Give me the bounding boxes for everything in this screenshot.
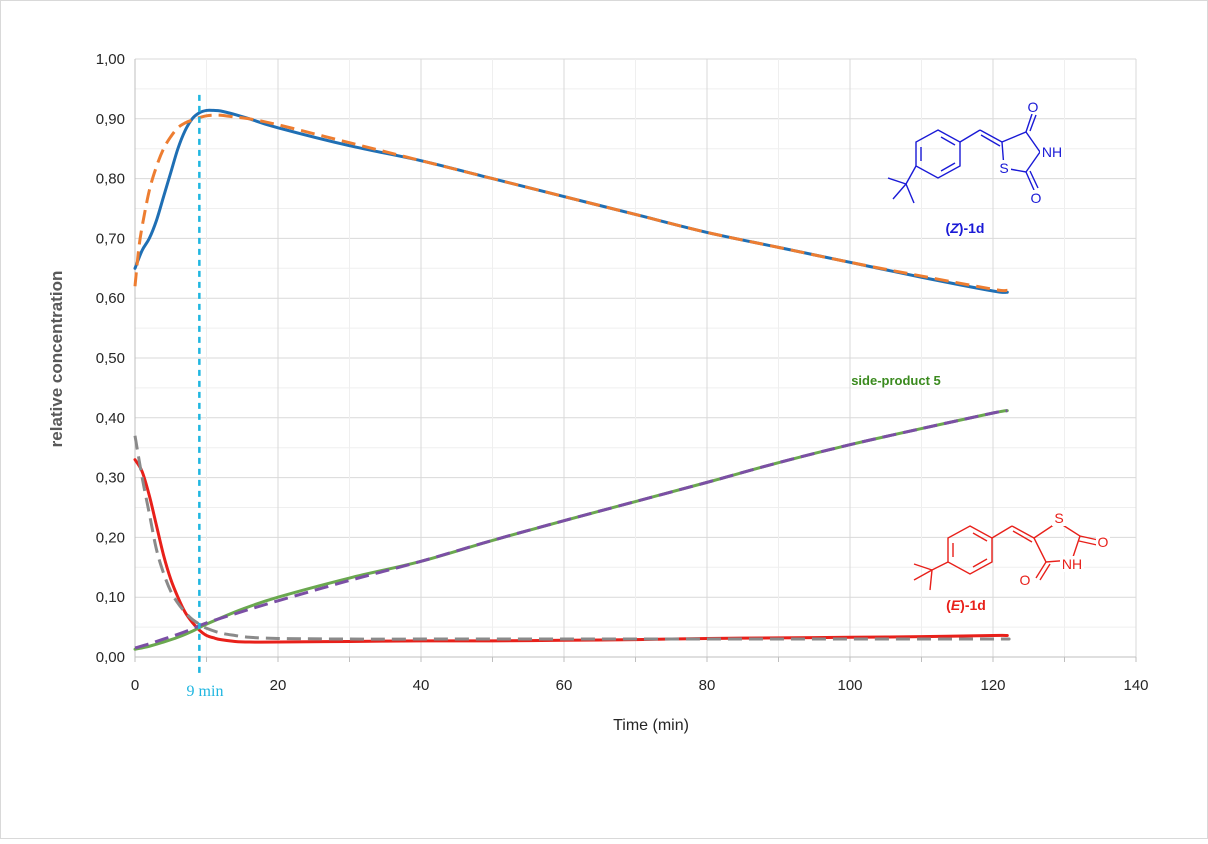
side-product-label: side-product 5 bbox=[851, 373, 941, 388]
x-tick-label: 40 bbox=[413, 677, 430, 694]
e-isomer-label: (E)-1d bbox=[946, 597, 986, 613]
x-tick-label: 140 bbox=[1123, 677, 1148, 694]
x-tick-label: 100 bbox=[837, 677, 862, 694]
x-tick-label: 0 bbox=[131, 677, 139, 694]
e-atom-o-bottom: O bbox=[1020, 572, 1031, 588]
y-tick-label: 0,60 bbox=[96, 290, 125, 307]
z-atom-o-bottom: O bbox=[1031, 190, 1042, 206]
y-tick-label: 0,40 bbox=[96, 410, 125, 427]
e-tbutyl-bond bbox=[931, 561, 949, 571]
y-tick-label: 0,70 bbox=[96, 230, 125, 247]
axes bbox=[134, 59, 1137, 662]
y-tick-label: 0,80 bbox=[96, 171, 125, 188]
gridlines bbox=[134, 58, 1137, 658]
y-tick-label: 1,00 bbox=[96, 51, 125, 68]
series-lines bbox=[133, 108, 1011, 651]
z-isomer-atom-labels: O NH S O (Z)-1d bbox=[946, 99, 1064, 236]
x-tick-label: 60 bbox=[556, 677, 573, 694]
e-atom-s: S bbox=[1054, 510, 1063, 526]
series-line-3 bbox=[133, 435, 1011, 641]
z-isomer-label: (Z)-1d bbox=[946, 220, 985, 236]
z-atom-s: S bbox=[999, 160, 1008, 176]
e-atom-o-right: O bbox=[1098, 534, 1109, 550]
y-tick-label: 0,00 bbox=[96, 649, 125, 666]
y-tick-label: 0,90 bbox=[96, 111, 125, 128]
marker-label: 9 min bbox=[187, 683, 224, 700]
e-atom-nh: NH bbox=[1062, 556, 1082, 572]
y-tick-label: 0,20 bbox=[96, 529, 125, 546]
z-atom-o-top: O bbox=[1028, 99, 1039, 115]
x-tick-label: 20 bbox=[270, 677, 287, 694]
series-line-1 bbox=[133, 113, 1008, 293]
z-tbutyl-bond bbox=[905, 165, 917, 185]
z-isomer-structure bbox=[887, 113, 1041, 204]
e-isomer-atom-labels: S O NH O (E)-1d bbox=[946, 510, 1110, 613]
y-tick-label: 0,10 bbox=[96, 589, 125, 606]
x-axis-label: Time (min) bbox=[613, 717, 689, 734]
x-tick-label: 80 bbox=[699, 677, 716, 694]
y-axis-label: relative concentration bbox=[47, 271, 66, 448]
z-atom-nh: NH bbox=[1042, 144, 1062, 160]
y-tick-label: 0,30 bbox=[96, 470, 125, 487]
tick-labels: 0,00 0,10 0,20 0,30 0,40 0,50 0,60 0,70 0,80 0,90… bbox=[96, 51, 1149, 694]
x-tick-label: 120 bbox=[980, 677, 1005, 694]
y-tick-label: 0,50 bbox=[96, 350, 125, 367]
series-line-5 bbox=[134, 409, 1008, 650]
